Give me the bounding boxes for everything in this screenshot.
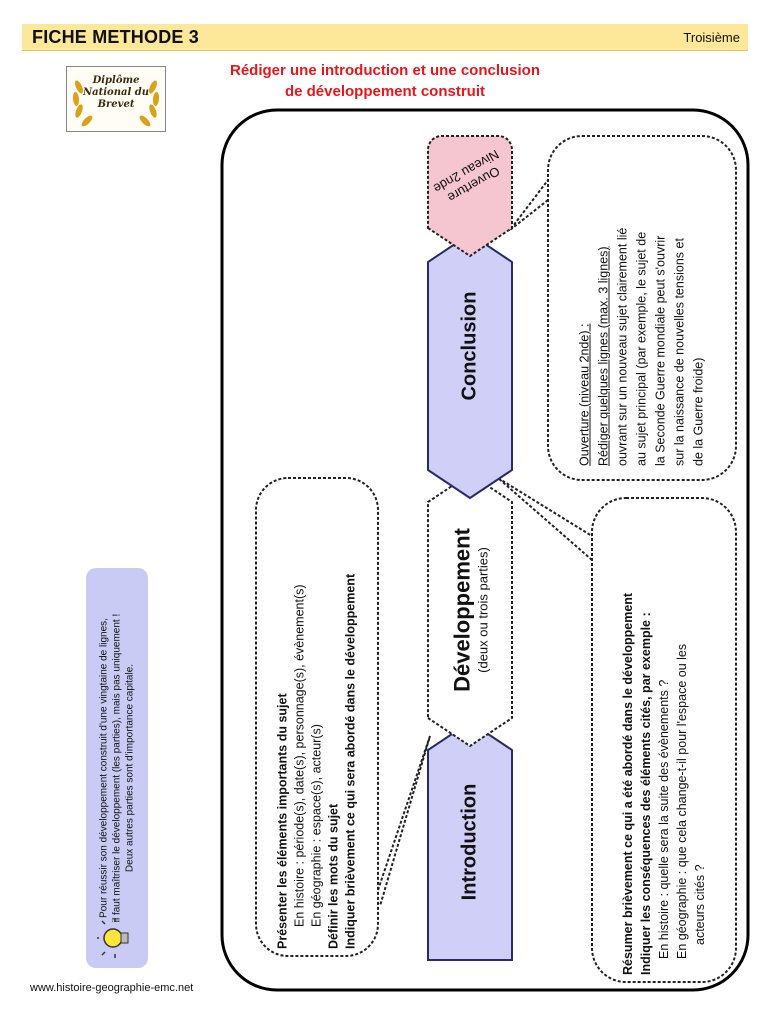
document-title: Rédiger une introduction et une conclusi… xyxy=(190,60,580,102)
footer-url[interactable]: www.histoire-geographie-emc.net xyxy=(30,982,194,994)
intro-bubble-pointer xyxy=(377,735,431,907)
ouverture-bubble-text: Ouverture (niveau 2nde) : Rédiger quelqu… xyxy=(577,227,706,466)
tip-box: Pour réussir son développement construit… xyxy=(86,568,148,968)
ouverture-bubble-pointer xyxy=(509,179,549,231)
conclusion-arrow xyxy=(427,232,513,500)
brevet-logo: Diplôme National du Brevet xyxy=(66,66,166,132)
ouverture-bubble xyxy=(547,135,737,481)
page-title: FICHE METHODE 3 xyxy=(32,27,200,47)
developpement-label-group: Développement (deux ou trois parties) xyxy=(450,528,491,692)
level-label: Troisième xyxy=(683,30,740,45)
title-line-1: Rédiger une introduction et une conclusi… xyxy=(229,62,540,79)
intro-bubble xyxy=(255,477,379,957)
conclusion-bubble-pointer xyxy=(497,477,593,561)
introduction-arrow xyxy=(427,720,513,961)
intro-bubble-text: Présenter les éléments importants du suj… xyxy=(275,573,358,949)
developpement-sublabel: (deux ou trois parties) xyxy=(475,547,491,673)
conclusion-bubble xyxy=(591,497,737,983)
laurel-icon xyxy=(72,80,160,127)
title-line-2: de développement construit xyxy=(284,83,486,100)
tip-text: Pour réussir son développement construit… xyxy=(98,613,136,923)
developpement-arrow xyxy=(427,472,513,748)
introduction-label: Introduction xyxy=(458,783,481,901)
lightbulb-icon xyxy=(97,918,129,958)
conclusion-bubble-text: Résumer brièvement ce qui a été abordé d… xyxy=(621,592,707,975)
conclusion-label: Conclusion xyxy=(458,291,481,401)
header-bar: FICHE METHODE 3 Troisième xyxy=(22,24,748,51)
diagram-frame xyxy=(220,108,750,992)
developpement-label: Développement xyxy=(449,528,475,692)
ouverture-arrow xyxy=(427,135,513,258)
logo-text: Diplôme National du Brevet xyxy=(82,75,149,110)
